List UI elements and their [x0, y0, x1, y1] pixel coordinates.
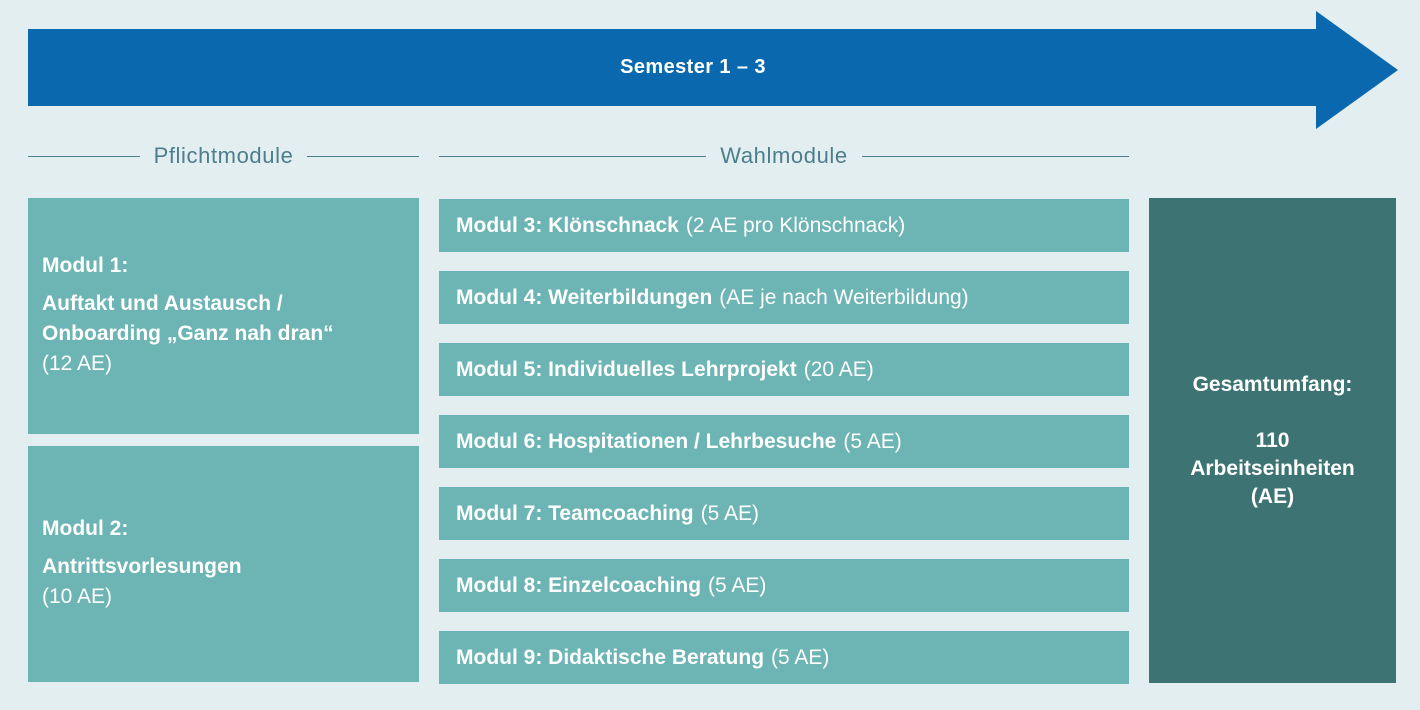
modul-2-box: Modul 2: Antrittsvorlesungen (10 AE) [28, 446, 419, 682]
modul-6-ae: (5 AE) [843, 429, 902, 453]
semester-label: Semester 1 – 3 [620, 56, 766, 78]
header-rule-left [28, 155, 140, 157]
modul-3-row: Modul 3: Klönschnack (2 AE pro Klönschna… [439, 199, 1129, 252]
gesamtumfang-value: 110 [1255, 428, 1290, 452]
modul-4-row: Modul 4: Weiterbildungen (AE je nach Wei… [439, 271, 1129, 324]
gesamtumfang-unit: Arbeitseinheiten [1190, 456, 1355, 480]
modul-1-name: Auftakt und Austausch / Onboarding „Ganz… [42, 291, 334, 345]
modul-8-name: Modul 8: Einzelcoaching [456, 573, 702, 597]
modul-5-row: Modul 5: Individuelles Lehrprojekt (20 A… [439, 343, 1129, 396]
modul-6-row: Modul 6: Hospitationen / Lehrbesuche (5 … [439, 415, 1129, 468]
modul-8-ae: (5 AE) [708, 573, 767, 597]
semester-arrow-bar [28, 29, 1316, 106]
modul-9-name: Modul 9: Didaktische Beratung [456, 645, 765, 669]
modul-3-name: Modul 3: Klönschnack [456, 213, 679, 237]
header-rule-right [861, 155, 1129, 157]
wahlmodule-column: Modul 3: Klönschnack (2 AE pro Klönschna… [439, 199, 1129, 684]
modul-2-title: Modul 2: [42, 516, 129, 540]
modul-4-ae: (AE je nach Weiterbildung) [719, 285, 969, 309]
gesamtumfang-title: Gesamtumfang: [1192, 372, 1353, 396]
modul-1-title: Modul 1: [42, 253, 129, 277]
modul-8-row: Modul 8: Einzelcoaching (5 AE) [439, 559, 1129, 612]
pflichtmodule-header: Pflichtmodule [28, 141, 419, 171]
modul-6-name: Modul 6: Hospitationen / Lehrbesuche [456, 429, 837, 453]
modul-7-row: Modul 7: Teamcoaching (5 AE) [439, 487, 1129, 540]
semester-arrow-head [1316, 11, 1398, 129]
modul-7-ae: (5 AE) [700, 501, 759, 525]
modul-1-box: Modul 1: Auftakt und Austausch / Onboard… [28, 198, 419, 434]
semester-arrow: Semester 1 – 3 [28, 11, 1398, 129]
modul-5-ae: (20 AE) [803, 357, 874, 381]
modul-4-name: Modul 4: Weiterbildungen [456, 285, 713, 309]
wahlmodule-header-label: Wahlmodule [720, 143, 848, 168]
wahlmodule-header: Wahlmodule [439, 141, 1129, 171]
modul-9-ae: (5 AE) [771, 645, 830, 669]
modul-2-name: Antrittsvorlesungen [42, 554, 242, 578]
header-rule-left [439, 155, 707, 157]
modul-5-name: Modul 5: Individuelles Lehrprojekt [456, 357, 797, 381]
gesamtumfang-abbrev: (AE) [1250, 484, 1295, 508]
modul-2-ae: (10 AE) [42, 584, 113, 608]
modul-1-ae: (12 AE) [42, 351, 113, 375]
modul-3-ae: (2 AE pro Klönschnack) [685, 213, 906, 237]
gesamtumfang-box: Gesamtumfang: 110 Arbeitseinheiten (AE) [1149, 198, 1396, 683]
pflichtmodule-header-label: Pflichtmodule [153, 143, 294, 168]
modul-9-row: Modul 9: Didaktische Beratung (5 AE) [439, 631, 1129, 684]
modul-7-name: Modul 7: Teamcoaching [456, 501, 694, 525]
header-rule-right [307, 155, 419, 157]
